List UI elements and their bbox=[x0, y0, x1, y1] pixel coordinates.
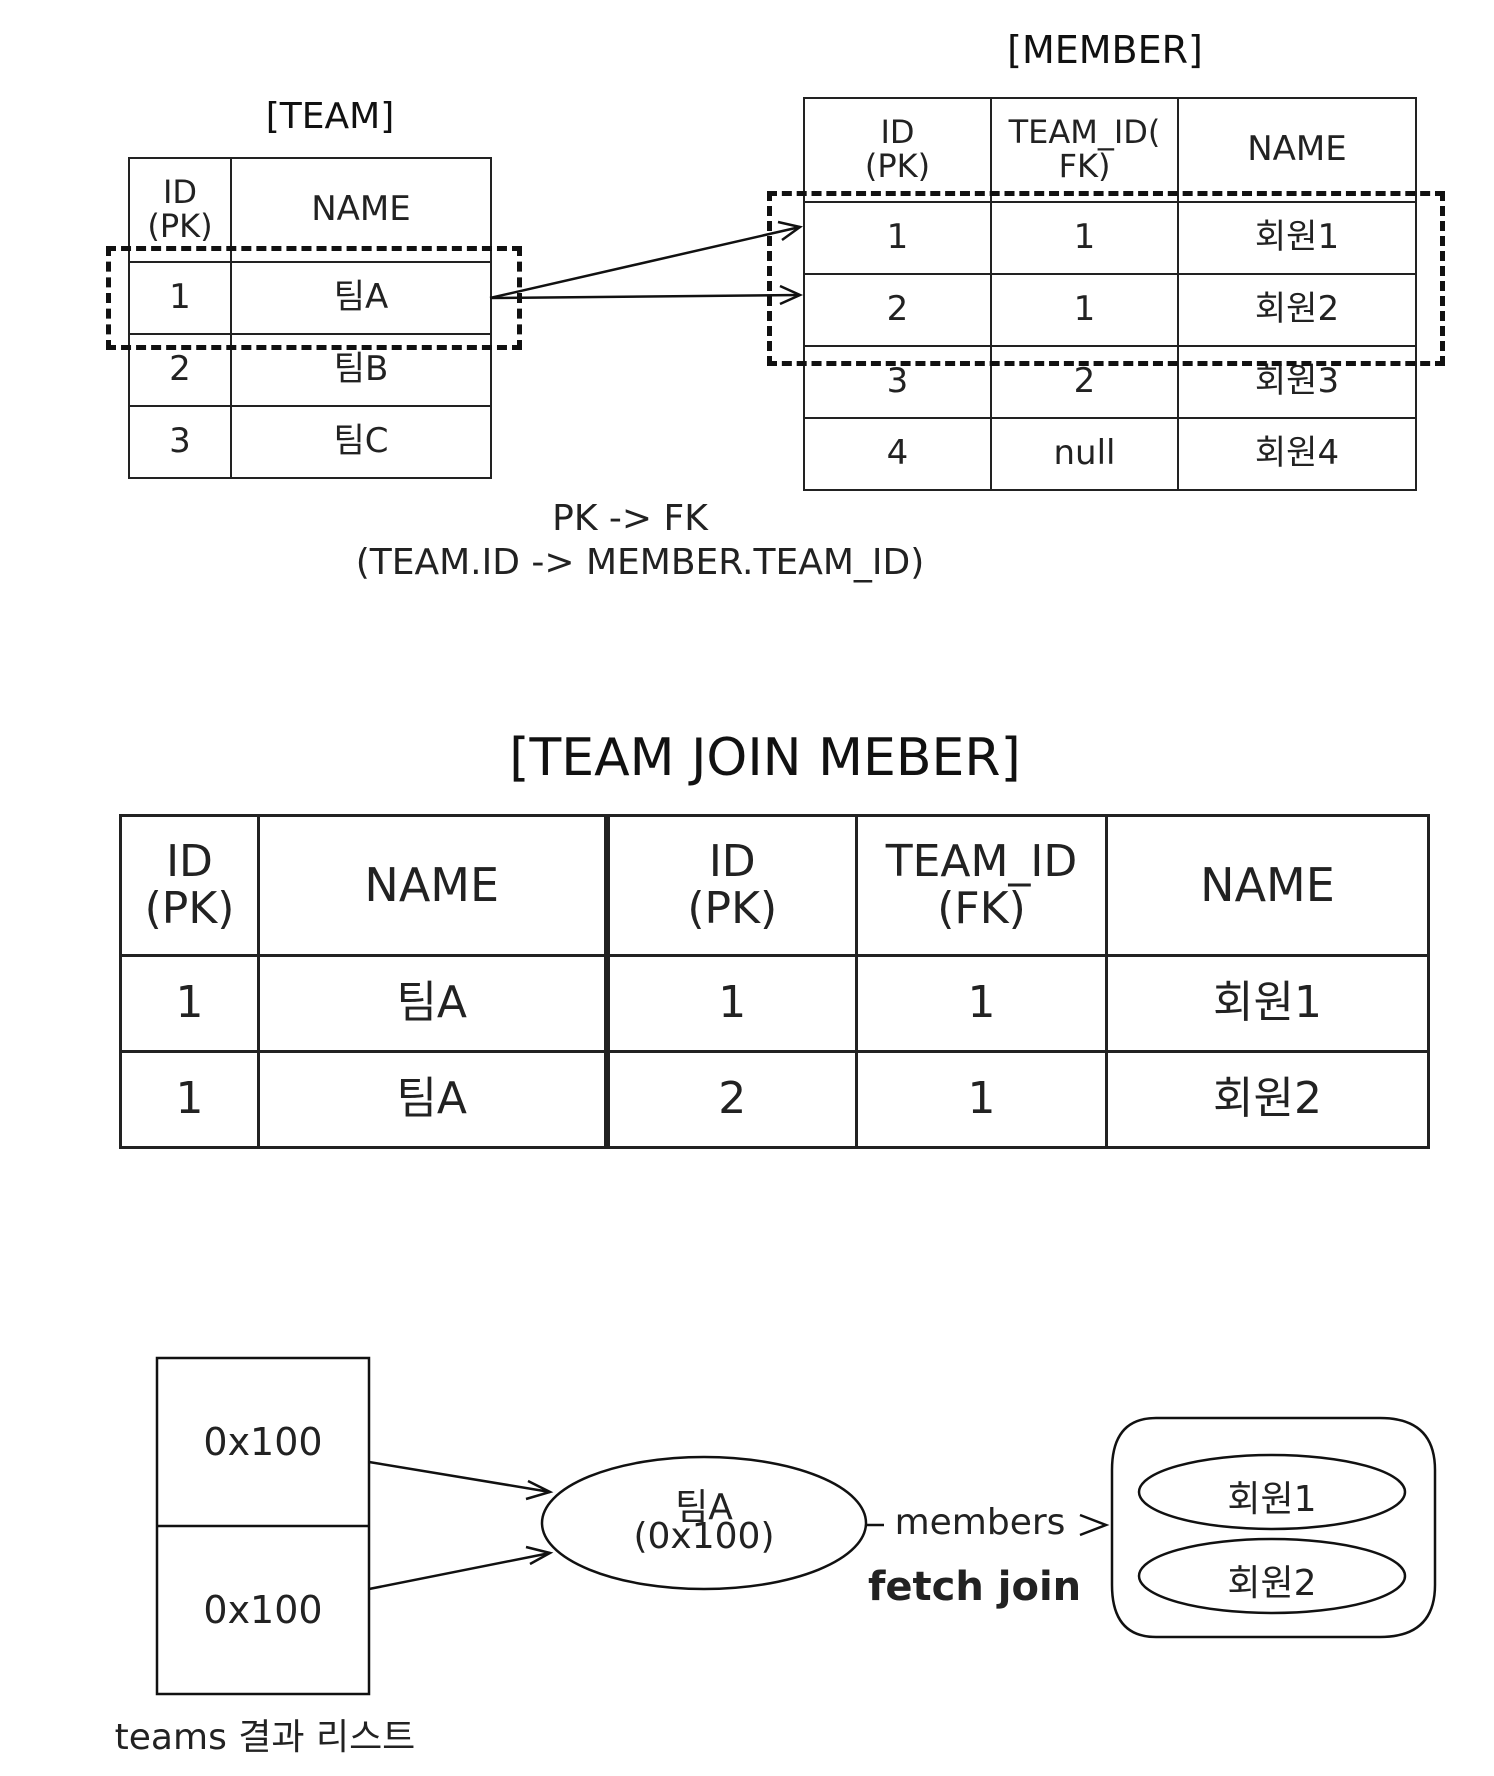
member-cell-id: 3 bbox=[803, 345, 992, 419]
join-table-header-row: ID (PK) NAME ID (PK) TEAM_ID (FK) NAME bbox=[119, 814, 1430, 957]
table-row: 1 팀A 1 1 회원1 bbox=[119, 954, 1430, 1053]
table-row: 2 1 회원2 bbox=[803, 273, 1417, 347]
member-cell-team-id: 1 bbox=[990, 273, 1179, 347]
join-cell: 1 bbox=[119, 1050, 260, 1149]
pointer-arrow-1 bbox=[368, 1460, 551, 1494]
join-cell: 팀A bbox=[257, 1050, 610, 1149]
table-row: 1 팀A 2 1 회원2 bbox=[119, 1050, 1430, 1149]
member-rows-highlight bbox=[767, 191, 1445, 366]
join-cell: 회원1 bbox=[1105, 954, 1430, 1053]
member-table: ID (PK) TEAM_ID( FK) NAME 1 1 회원1 2 1 회원… bbox=[803, 97, 1417, 491]
table-row: 3 2 회원3 bbox=[803, 345, 1417, 419]
header-line: FK) bbox=[1058, 147, 1111, 185]
member-object-2-label: 회원2 bbox=[1227, 1563, 1317, 1604]
join-header-member-team-id: TEAM_ID (FK) bbox=[855, 814, 1108, 957]
team-table-title: [TEAM] bbox=[265, 96, 395, 137]
header-line: (PK) bbox=[147, 207, 213, 245]
member-table-title: [MEMBER] bbox=[1007, 28, 1203, 72]
team-header-name: NAME bbox=[230, 157, 492, 263]
member-object-2 bbox=[1137, 1537, 1407, 1615]
header-line: NAME bbox=[364, 858, 500, 913]
member-cell-id: 1 bbox=[803, 201, 992, 275]
team-object bbox=[540, 1455, 868, 1591]
member-cell-id: 4 bbox=[803, 417, 992, 491]
join-cell: 팀A bbox=[257, 954, 610, 1053]
table-row: 1 팀A bbox=[128, 261, 492, 335]
result-list-cell-1: 0x100 bbox=[203, 1420, 323, 1464]
member-cell-name: 회원2 bbox=[1177, 273, 1417, 347]
member-cell-id: 2 bbox=[803, 273, 992, 347]
join-header-team-id: ID (PK) bbox=[119, 814, 260, 957]
team-cell-id: 3 bbox=[128, 405, 232, 479]
team-cell-name: 팀A bbox=[230, 261, 492, 335]
header-line: NAME bbox=[1200, 858, 1335, 913]
header-line: TEAM_ID( bbox=[1008, 113, 1161, 152]
arrowhead bbox=[779, 284, 804, 306]
header-line: (PK) bbox=[864, 147, 931, 185]
team-cell-name: 팀C bbox=[230, 405, 492, 479]
join-cell: 1 bbox=[855, 954, 1108, 1053]
members-collection bbox=[1110, 1416, 1437, 1639]
join-cell: 회원2 bbox=[1105, 1050, 1430, 1149]
header-line: ID bbox=[880, 113, 915, 152]
team-table-header-row: ID (PK) NAME bbox=[128, 157, 492, 263]
join-header-member-id: ID (PK) bbox=[605, 814, 858, 957]
header-line: (FK) bbox=[937, 882, 1026, 934]
header-line: ID bbox=[708, 836, 756, 888]
join-header-team-name: NAME bbox=[257, 814, 610, 957]
arrowhead bbox=[1079, 1513, 1110, 1537]
relation-caption-line1: PK -> FK bbox=[552, 498, 708, 539]
member-cell-team-id: null bbox=[990, 417, 1179, 491]
member-cell-name: 회원1 bbox=[1177, 201, 1417, 275]
header-line: NAME bbox=[1247, 129, 1347, 170]
result-list-cell-2: 0x100 bbox=[203, 1588, 323, 1632]
header-line: NAME bbox=[311, 189, 411, 230]
member-header-team-id: TEAM_ID( FK) bbox=[990, 97, 1179, 203]
member-object-1-label: 회원1 bbox=[1227, 1479, 1317, 1520]
join-cell: 1 bbox=[605, 954, 858, 1053]
member-cell-name: 회원3 bbox=[1177, 345, 1417, 419]
team-header-id: ID (PK) bbox=[128, 157, 232, 263]
member-cell-name: 회원4 bbox=[1177, 417, 1417, 491]
arrowhead bbox=[525, 1545, 554, 1566]
header-line: ID bbox=[162, 173, 198, 212]
team-cell-id: 1 bbox=[128, 261, 232, 335]
header-line: (PK) bbox=[144, 882, 235, 934]
members-label: members bbox=[894, 1502, 1066, 1543]
member-header-name: NAME bbox=[1177, 97, 1417, 203]
member-cell-team-id: 1 bbox=[990, 201, 1179, 275]
join-header-member-name: NAME bbox=[1105, 814, 1430, 957]
relation-caption-line2: (TEAM.ID -> MEMBER.TEAM_ID) bbox=[355, 542, 925, 583]
arrowhead bbox=[777, 220, 803, 242]
member-object-1 bbox=[1137, 1453, 1407, 1531]
header-line: TEAM_ID bbox=[885, 836, 1078, 888]
table-row: 3 팀C bbox=[128, 405, 492, 479]
join-cell: 1 bbox=[119, 954, 260, 1053]
join-cell: 1 bbox=[855, 1050, 1108, 1149]
pointer-arrow-2 bbox=[368, 1551, 551, 1591]
table-row: 1 1 회원1 bbox=[803, 201, 1417, 275]
member-table-header-row: ID (PK) TEAM_ID( FK) NAME bbox=[803, 97, 1417, 203]
member-header-id: ID (PK) bbox=[803, 97, 992, 203]
join-table: ID (PK) NAME ID (PK) TEAM_ID (FK) NAME 1… bbox=[119, 814, 1430, 1149]
team-table: ID (PK) NAME 1 팀A 2 팀B 3 팀C bbox=[128, 157, 492, 479]
header-line: (PK) bbox=[687, 882, 778, 934]
team-object-address: (0x100) bbox=[633, 1516, 775, 1557]
join-table-title: [TEAM JOIN MEBER] bbox=[509, 728, 1021, 788]
result-list-caption: teams 결과 리스트 bbox=[114, 1717, 416, 1758]
join-cell: 2 bbox=[605, 1050, 858, 1149]
arrowhead bbox=[525, 1479, 554, 1501]
header-line: ID bbox=[166, 836, 213, 888]
team-object-name: 팀A bbox=[675, 1487, 733, 1528]
member-cell-team-id: 2 bbox=[990, 345, 1179, 419]
relation-arrow-1 bbox=[489, 225, 801, 300]
fetch-join-label: fetch join bbox=[868, 1564, 1082, 1610]
relation-arrow-2 bbox=[489, 293, 801, 300]
table-row: 4 null 회원4 bbox=[803, 417, 1417, 491]
